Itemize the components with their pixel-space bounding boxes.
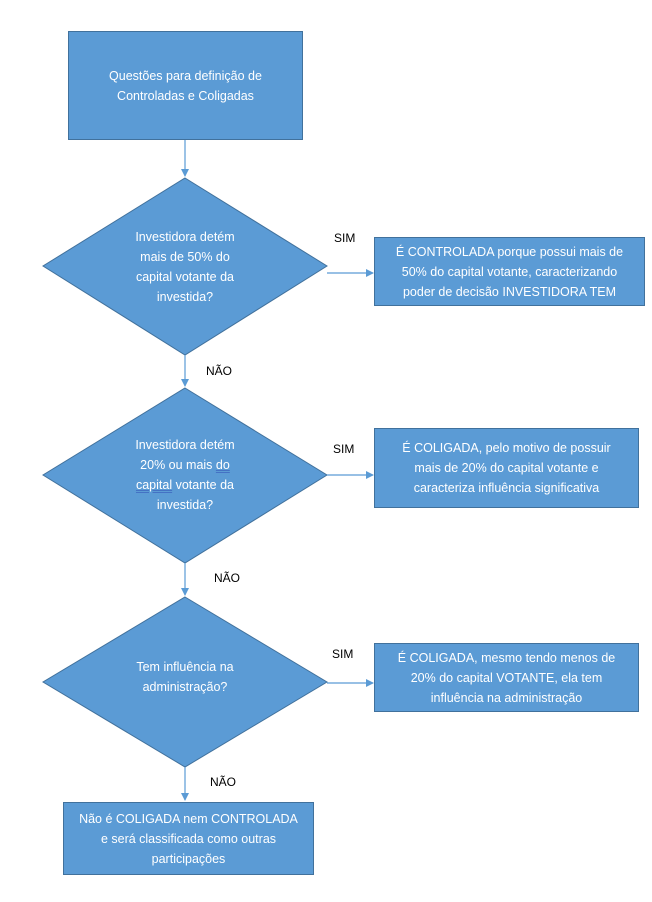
- decision-2-text: Investidora detém 20% ou mais do capital…: [100, 434, 270, 516]
- no-label-1: NÃO: [206, 364, 233, 378]
- start-box: Questões para definição de Controladas e…: [68, 31, 303, 140]
- no-label-3: NÃO: [210, 775, 237, 789]
- a3-line-2: 20% do capital VOTANTE, ela tem: [410, 670, 603, 685]
- a3-line-3: influência na administração: [430, 690, 583, 705]
- q2-line-2b: do: [215, 458, 230, 472]
- q2-line-4: investida?: [156, 498, 214, 512]
- q2-line-3b: votante da: [172, 478, 234, 492]
- end-line-3: participações: [151, 851, 226, 866]
- a1-line-1: É CONTROLADA porque possui mais de: [395, 244, 624, 259]
- q3-line-1: Tem influência na: [136, 660, 234, 674]
- end-box: Não é COLIGADA nem CONTROLADA e será cla…: [63, 802, 314, 875]
- q2-line-3a: capital: [135, 478, 173, 492]
- q1-line-3: capital votante da: [135, 270, 234, 284]
- q2-line-1: Investidora detém: [135, 438, 235, 452]
- q2-line-2a: 20% ou mais: [140, 458, 216, 472]
- yes-label-2: SIM: [333, 442, 355, 456]
- a1-line-2: 50% do capital votante, caracterizando: [401, 264, 618, 279]
- a2-line-3: caracteriza influência significativa: [413, 481, 600, 495]
- q1-line-4: investida?: [156, 290, 214, 304]
- answer-box-1: É CONTROLADA porque possui mais de 50% d…: [374, 237, 645, 306]
- start-line-2: Controladas e Coligadas: [117, 88, 254, 103]
- start-line-1: Questões para definição de: [109, 68, 262, 83]
- answer-box-3: É COLIGADA, mesmo tendo menos de 20% do …: [374, 643, 639, 712]
- yes-label-3: SIM: [332, 647, 354, 661]
- a2-line-2: mais de 20% do capital votante e: [414, 461, 599, 475]
- q2-line-3: capital votante da: [135, 475, 234, 495]
- decision-3-text: Tem influência na administração?: [100, 652, 270, 702]
- decision-1-text: Investidora detém mais de 50% do capital…: [100, 226, 270, 308]
- no-label-2: NÃO: [214, 571, 241, 585]
- a3-line-1: É COLIGADA, mesmo tendo menos de: [397, 650, 616, 665]
- q2-line-2: 20% ou mais do: [135, 455, 234, 475]
- q3-line-2: administração?: [142, 680, 228, 694]
- yes-label-1: SIM: [334, 231, 356, 245]
- a2-line-1: É COLIGADA, pelo motivo de possuir: [402, 441, 611, 455]
- a1-line-3: poder de decisão INVESTIDORA TEM: [402, 284, 617, 299]
- end-line-1: Não é COLIGADA nem CONTROLADA: [79, 811, 298, 826]
- end-line-2: e será classificada como outras: [100, 831, 277, 846]
- q1-line-1: Investidora detém: [135, 230, 235, 244]
- answer-box-2: É COLIGADA, pelo motivo de possuir mais …: [374, 428, 639, 508]
- q1-line-2: mais de 50% do: [140, 250, 230, 264]
